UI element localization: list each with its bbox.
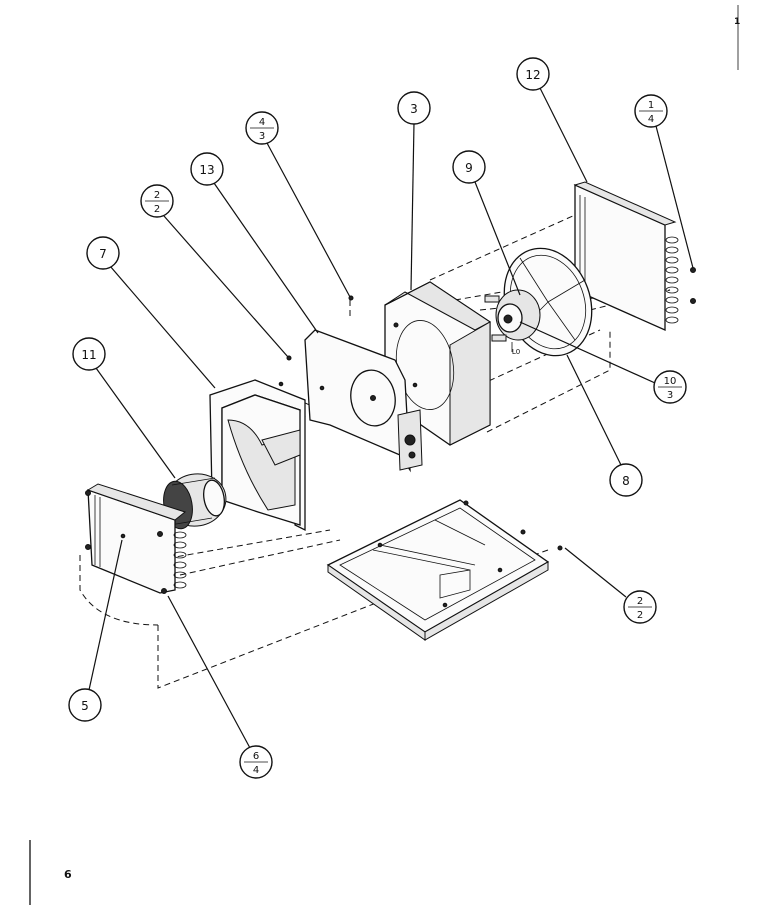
bulkhead-panel [304,329,423,473]
callout-2-2-upper-den: 2 [154,204,160,215]
callout-13 [190,152,224,186]
page-furniture: 1 6 [29,5,740,905]
callout-9 [452,150,486,184]
base-pan [326,499,563,641]
callout-10-3-num: 10 [664,376,677,387]
page-number: 6 [64,868,72,881]
callout-11-label: 11 [81,348,96,362]
callout-10-3-den: 3 [667,390,673,401]
fan-shroud [384,281,491,446]
screw-icon [690,267,696,273]
callout-3 [397,91,431,125]
corner-mark: 1 [734,17,740,27]
callout-6-4-den: 4 [253,765,259,776]
callout-1-4-den: 4 [648,114,654,125]
condenser-fan-and-motor: L0 [484,247,593,357]
callout-7-label: 7 [99,247,107,261]
screw-icon [690,298,696,304]
callout-5-label: 5 [81,699,89,713]
callout-2-2-lower-den: 2 [637,610,643,621]
evaporator-coil [85,483,187,594]
callout-12-label: 12 [525,68,540,82]
condenser-coil [573,181,696,332]
evap-coil-tube-bends [173,531,187,589]
callout-1-4-num: 1 [648,100,654,111]
fan-motor: L0 [484,289,541,356]
loose-screws [278,295,354,387]
callout-2-2-upper-num: 2 [154,190,160,201]
callout-6-4-num: 6 [253,751,259,762]
callout-12 [516,57,550,91]
callout-2-2-lower-num: 2 [637,596,643,607]
coil-tube-bends [665,236,679,324]
callout-11 [72,337,106,371]
callout-5 [68,688,102,722]
blower-scroll-panel [209,379,306,532]
callout-9-label: 9 [465,161,473,175]
callout-4-3-den: 3 [259,131,265,142]
callout-8 [609,463,643,497]
svg-text:L0: L0 [512,348,520,356]
callout-3-label: 3 [410,102,418,116]
callout-13-label: 13 [199,163,214,177]
callout-7 [86,236,120,270]
callout-4-3-num: 4 [259,117,265,128]
callout-8-label: 8 [622,474,630,488]
callouts: 12 1 4 3 4 3 9 13 2 2 7 [68,57,694,779]
control-bracket [397,409,423,471]
